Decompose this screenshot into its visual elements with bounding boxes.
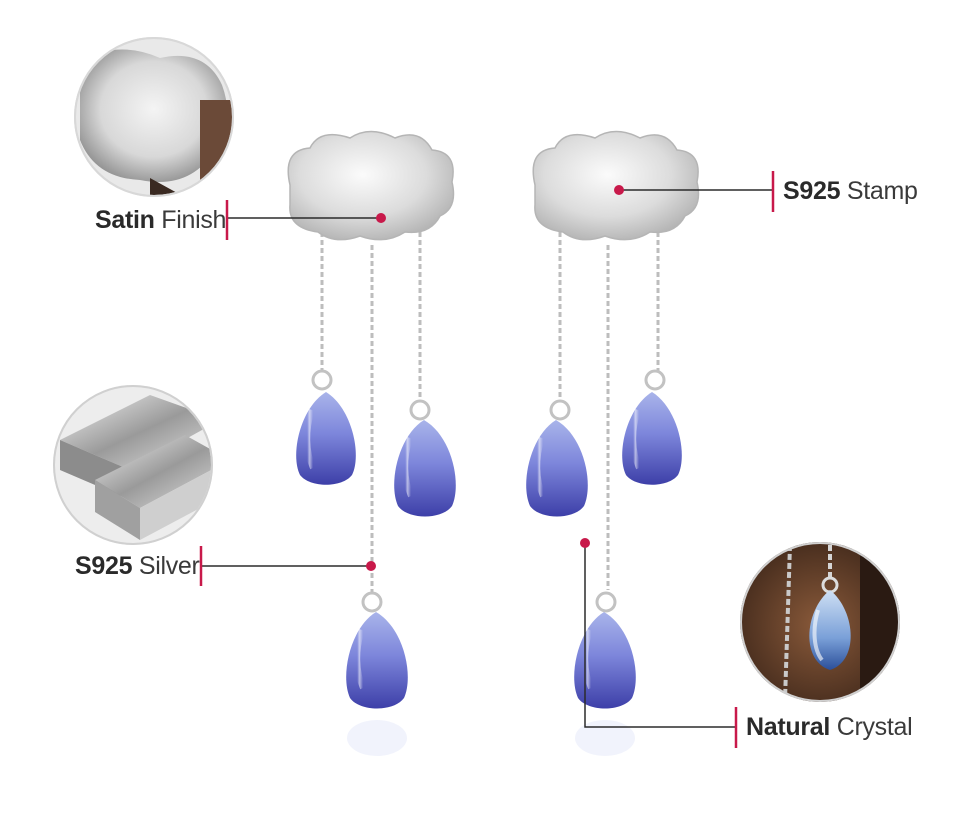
silver-bars-inset: [53, 385, 213, 545]
silver-light: Silver: [132, 552, 200, 580]
silver-bold: S925: [75, 552, 133, 580]
satin-finish-light: Finish: [154, 206, 227, 234]
callout-silver-line: [199, 546, 376, 586]
crystal-closeup-inset: [740, 542, 900, 702]
crystal-light: Crystal: [830, 713, 913, 741]
natural-crystal-label: Natural Crystal: [746, 713, 913, 741]
satin-finish-label: Satin Finish: [95, 206, 226, 234]
s925-stamp-label: S925 Stamp: [783, 177, 918, 205]
crystal-bold: Natural: [746, 713, 831, 741]
stamp-bold: S925: [783, 177, 841, 205]
right-cloud-stud: [532, 130, 700, 241]
s925-silver-label: S925 Silver: [75, 552, 200, 580]
callout-satin-line: [225, 200, 386, 240]
stamp-light: Stamp: [840, 177, 918, 205]
satin-finish-inset: [74, 37, 234, 197]
callout-stamp-line: [614, 171, 775, 212]
callout-crystal-line: [580, 538, 738, 748]
left-cloud-stud: [287, 130, 455, 241]
left-earring: [287, 130, 456, 756]
right-earring: [526, 130, 700, 756]
satin-finish-bold: Satin: [95, 206, 155, 234]
